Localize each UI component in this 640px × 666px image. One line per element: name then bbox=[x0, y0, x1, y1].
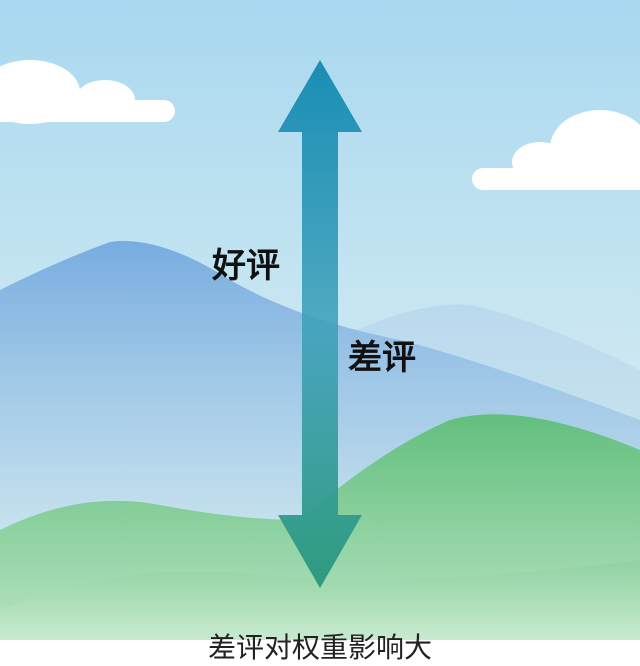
good-review-label: 好评 bbox=[212, 246, 280, 286]
hill-green-front bbox=[0, 560, 640, 640]
caption-text: 差评对权重影响大 bbox=[207, 631, 432, 664]
cloud-right bbox=[472, 110, 640, 190]
bad-review-label: 差评 bbox=[348, 338, 416, 378]
double-headed-vertical-arrow-icon bbox=[278, 60, 362, 588]
cloud-left bbox=[0, 60, 175, 124]
landscape-illustration bbox=[0, 0, 640, 640]
